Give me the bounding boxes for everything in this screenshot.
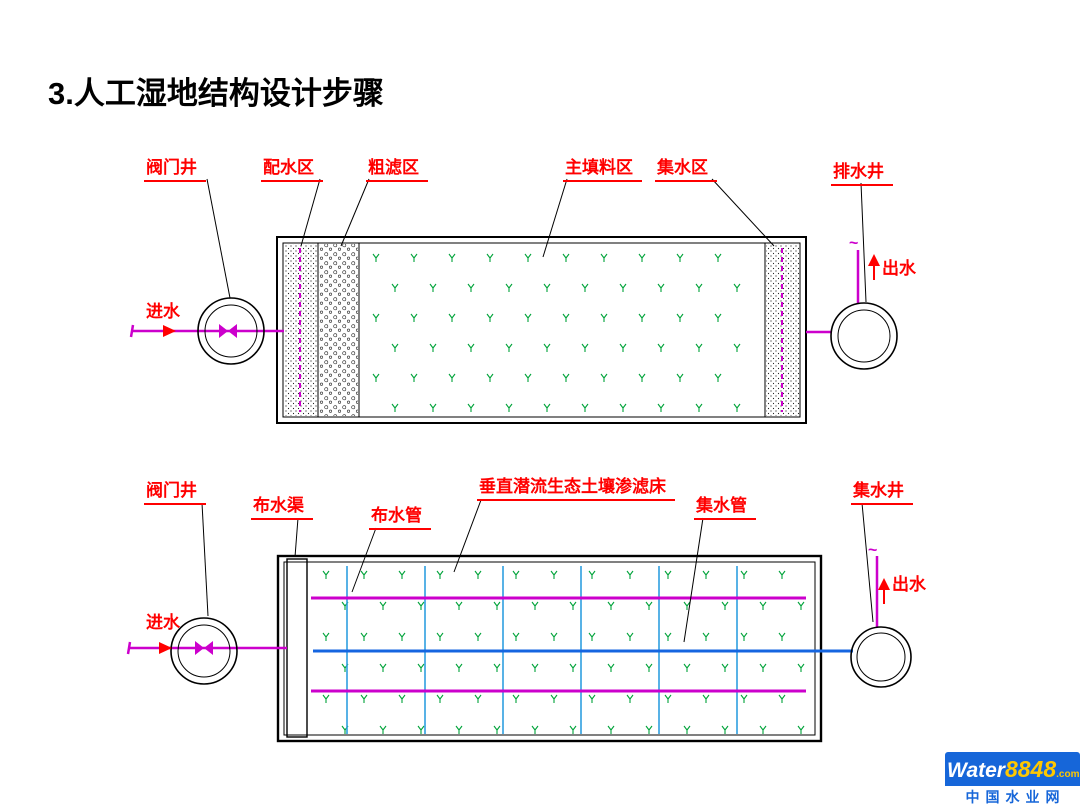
top-pipes [129, 250, 860, 338]
top-vent-symbol: ~ [849, 235, 858, 252]
top-inflow-arrow-icon [163, 325, 176, 337]
top-label-valve-well: 阀门井 [144, 158, 206, 182]
bottom-label-bed-title: 垂直潜流生态土壤渗滤床 [477, 477, 675, 501]
bottom-label-collection-pipe: 集水管 [694, 496, 756, 520]
bottom-label-collection-well: 集水井 [851, 481, 913, 505]
bottom-label-valve-well: 阀门井 [144, 481, 206, 505]
top-label-coarse-filter-zone: 粗滤区 [366, 158, 428, 182]
logo-brand-text: Water [947, 759, 1005, 782]
top-zone-boundaries [317, 243, 766, 417]
top-valve-icon [219, 324, 237, 338]
logo-number-text: 8848 [1004, 756, 1057, 782]
water8848-logo: Water8848.com 中国水业网 [945, 752, 1080, 809]
bottom-diagram: ~ [126, 499, 912, 743]
top-label-drain-well: 排水井 [831, 162, 893, 186]
page-title: 3.人工湿地结构设计步骤 [48, 76, 384, 111]
top-diagram: ~ [129, 178, 898, 424]
logo-site-name: 中国水业网 [945, 786, 1080, 809]
top-outflow-arrow-icon [868, 254, 880, 280]
top-basin-inner-wall [282, 242, 801, 418]
top-valve-well-circle [197, 297, 265, 365]
bottom-basin-outer-wall [276, 554, 823, 743]
bottom-leader-lines [201, 499, 874, 643]
top-leader-lines [206, 178, 867, 303]
top-label-inflow: 进水 [146, 302, 180, 321]
bottom-distribution-mains [311, 596, 806, 693]
bottom-vent-symbol: ~ [868, 542, 877, 559]
bottom-label-distribution-pipe: 布水管 [369, 506, 431, 530]
top-label-distribution-zone: 配水区 [261, 158, 323, 182]
top-plants [372, 253, 741, 413]
bottom-collection-well-circle [850, 626, 912, 688]
bottom-label-outflow: 出水 [892, 575, 926, 594]
top-coarse-filter-zone-fill [319, 244, 358, 416]
top-perforated-pipes [299, 248, 783, 412]
bottom-outflow-arrow-icon [878, 578, 890, 604]
top-label-collection-zone: 集水区 [655, 158, 717, 182]
top-label-main-media-zone: 主填料区 [563, 158, 642, 182]
bottom-label-inflow: 进水 [146, 613, 180, 632]
top-label-outflow: 出水 [882, 259, 916, 278]
bottom-inflow-arrow-icon [159, 642, 172, 654]
bottom-valve-icon [195, 641, 213, 655]
bottom-basin-inner-wall [283, 561, 816, 736]
bottom-distribution-channel [286, 558, 308, 738]
bottom-label-distribution-channel: 布水渠 [251, 496, 313, 520]
bottom-valve-well-circle [170, 617, 238, 685]
top-drain-well-circle [830, 302, 898, 370]
logo-suffix-text: .com [1056, 769, 1080, 780]
logo-wordmark: Water8848.com [945, 752, 1080, 786]
